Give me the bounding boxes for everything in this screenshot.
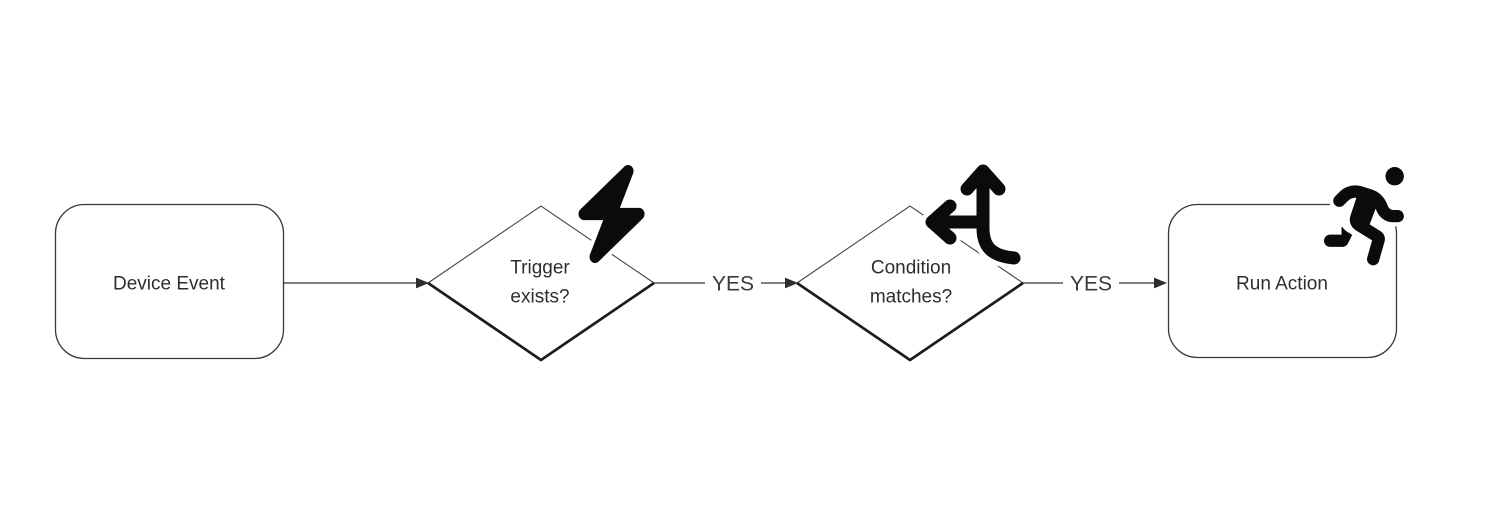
node-run-action: Run Action bbox=[1167, 163, 1408, 359]
edge-trigger-exists-to-condition-matches: YES bbox=[654, 273, 798, 296]
node-trigger-exists: Trigger exists? bbox=[427, 160, 655, 362]
trigger-exists-label-line1: Trigger bbox=[510, 258, 570, 279]
device-event-box bbox=[54, 203, 285, 360]
condition-matches-label-line1: Condition bbox=[871, 258, 951, 279]
arrowhead bbox=[416, 277, 429, 289]
split-arrows-icon bbox=[921, 160, 1025, 269]
node-device-event: Device Event bbox=[54, 203, 285, 360]
trigger-exists-label-line2: exists? bbox=[510, 287, 569, 308]
edge-device-event-to-trigger-exists bbox=[284, 277, 429, 289]
condition-matches-diamond-bottom-edges bbox=[796, 281, 1024, 362]
trigger-exists-diamond-top-edges bbox=[427, 205, 655, 284]
condition-matches-label-line2: matches? bbox=[870, 287, 952, 308]
node-condition-matches: Condition matches? bbox=[796, 160, 1025, 362]
person-running-icon bbox=[1319, 163, 1408, 270]
split-arrows-strokes bbox=[925, 164, 1021, 265]
lightning-bolt-icon bbox=[574, 160, 649, 268]
edge-condition-matches-to-run-action: YES bbox=[1023, 273, 1167, 296]
person-running-fill bbox=[1324, 167, 1404, 266]
run-action-label: Run Action bbox=[1236, 274, 1328, 295]
edge-label-yes-2: YES bbox=[1070, 273, 1112, 296]
arrowhead bbox=[785, 277, 798, 289]
edge-label-yes-1: YES bbox=[712, 273, 754, 296]
device-event-label: Device Event bbox=[113, 274, 226, 295]
trigger-exists-diamond-bottom-edges bbox=[427, 281, 655, 362]
arrowhead bbox=[1154, 277, 1167, 289]
